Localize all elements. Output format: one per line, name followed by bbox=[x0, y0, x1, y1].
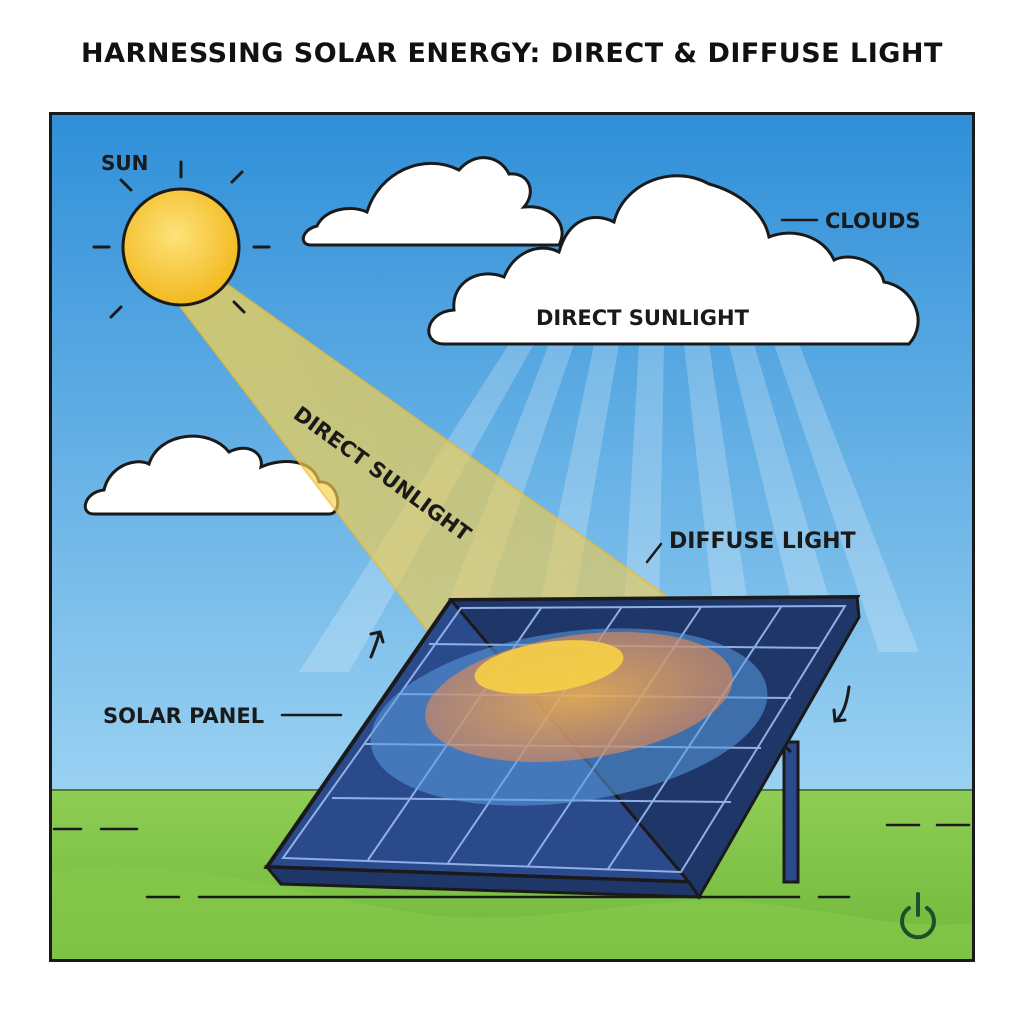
diffuse-light-label: DIFFUSE LIGHT bbox=[669, 529, 856, 554]
power-icon bbox=[900, 892, 936, 940]
diagram-scene: SUN CLOUDS DIRECT SUNLIGHT DIRECT SUNLIG… bbox=[49, 112, 975, 962]
clouds-label: CLOUDS bbox=[825, 209, 921, 233]
curved-arrow-icon bbox=[832, 685, 851, 723]
cloud-icon bbox=[427, 174, 920, 346]
direct-sunlight-cloud-label: DIRECT SUNLIGHT bbox=[536, 306, 750, 330]
page-title: HARNESSING SOLAR ENERGY: DIRECT & DIFFUS… bbox=[81, 38, 943, 69]
curved-arrow-icon bbox=[369, 630, 385, 659]
sun-label: SUN bbox=[101, 151, 148, 175]
direct-sunlight-beam bbox=[169, 282, 689, 672]
solar-panel-label: SOLAR PANEL bbox=[103, 704, 264, 728]
cloud-icon bbox=[301, 156, 564, 247]
sun-icon bbox=[92, 160, 271, 319]
